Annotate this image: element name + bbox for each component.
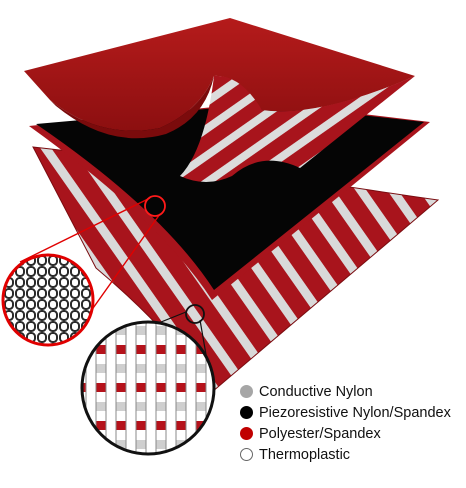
top-layer-polyester-spandex: [24, 18, 415, 182]
legend-item-polyester-spandex: Polyester/Spandex: [240, 423, 462, 444]
knit-zoom-connector: [19, 195, 166, 319]
legend-label: Polyester/Spandex: [259, 425, 381, 442]
swatch-black-circle-icon: [240, 406, 253, 419]
legend-label: Piezoresistive Nylon/Spandex: [259, 404, 451, 421]
legend-item-piezoresistive: Piezoresistive Nylon/Spandex: [240, 402, 462, 423]
legend-item-conductive-nylon: Conductive Nylon: [240, 381, 462, 402]
swatch-grey-circle-icon: [240, 385, 253, 398]
legend-label: Thermoplastic: [259, 446, 351, 463]
legend: Conductive Nylon Piezoresistive Nylon/Sp…: [240, 381, 462, 465]
legend-item-thermoplastic: Thermoplastic: [240, 444, 462, 465]
legend-label: Conductive Nylon: [259, 383, 373, 400]
middle-layer-piezoresistive: [29, 102, 430, 300]
knit-mesh-magnifier-icon: [1, 253, 95, 347]
swatch-red-circle-icon: [240, 427, 253, 440]
swatch-white-circle-icon: [240, 448, 253, 461]
